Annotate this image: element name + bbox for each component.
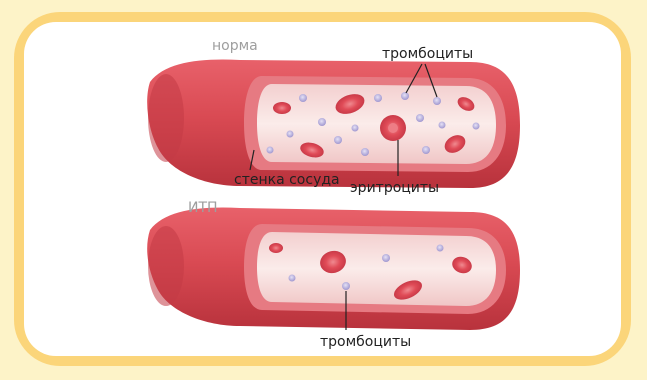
platelet (267, 147, 274, 154)
vessel-normal (147, 60, 520, 188)
platelet (289, 275, 296, 282)
platelet (416, 114, 424, 122)
vessel-itp-opening (148, 226, 184, 306)
vessel-itp (147, 208, 520, 330)
platelet (299, 94, 307, 102)
vessel-normal-opening (148, 74, 184, 162)
platelet (473, 123, 480, 130)
platelet (422, 146, 430, 154)
state-label-normal: норма (212, 38, 258, 54)
platelet (361, 148, 369, 156)
platelet (437, 245, 444, 252)
label-platelets-itp: тромбоциты (320, 334, 411, 350)
platelet (382, 254, 390, 262)
platelet (334, 136, 342, 144)
label-vessel-wall: стенка сосуда (234, 172, 340, 188)
erythrocyte (273, 102, 291, 114)
platelet (433, 97, 441, 105)
platelet (374, 94, 382, 102)
platelet (401, 92, 409, 100)
label-erythrocytes: эритроциты (350, 180, 439, 196)
state-label-itp: ИТП (188, 200, 218, 216)
platelet (287, 131, 294, 138)
label-platelets-normal: тромбоциты (382, 46, 473, 62)
platelet (342, 282, 350, 290)
platelet (439, 122, 446, 129)
platelet (318, 118, 326, 126)
erythrocyte (269, 243, 283, 253)
erythrocyte-center (388, 123, 398, 133)
platelet (352, 125, 359, 132)
